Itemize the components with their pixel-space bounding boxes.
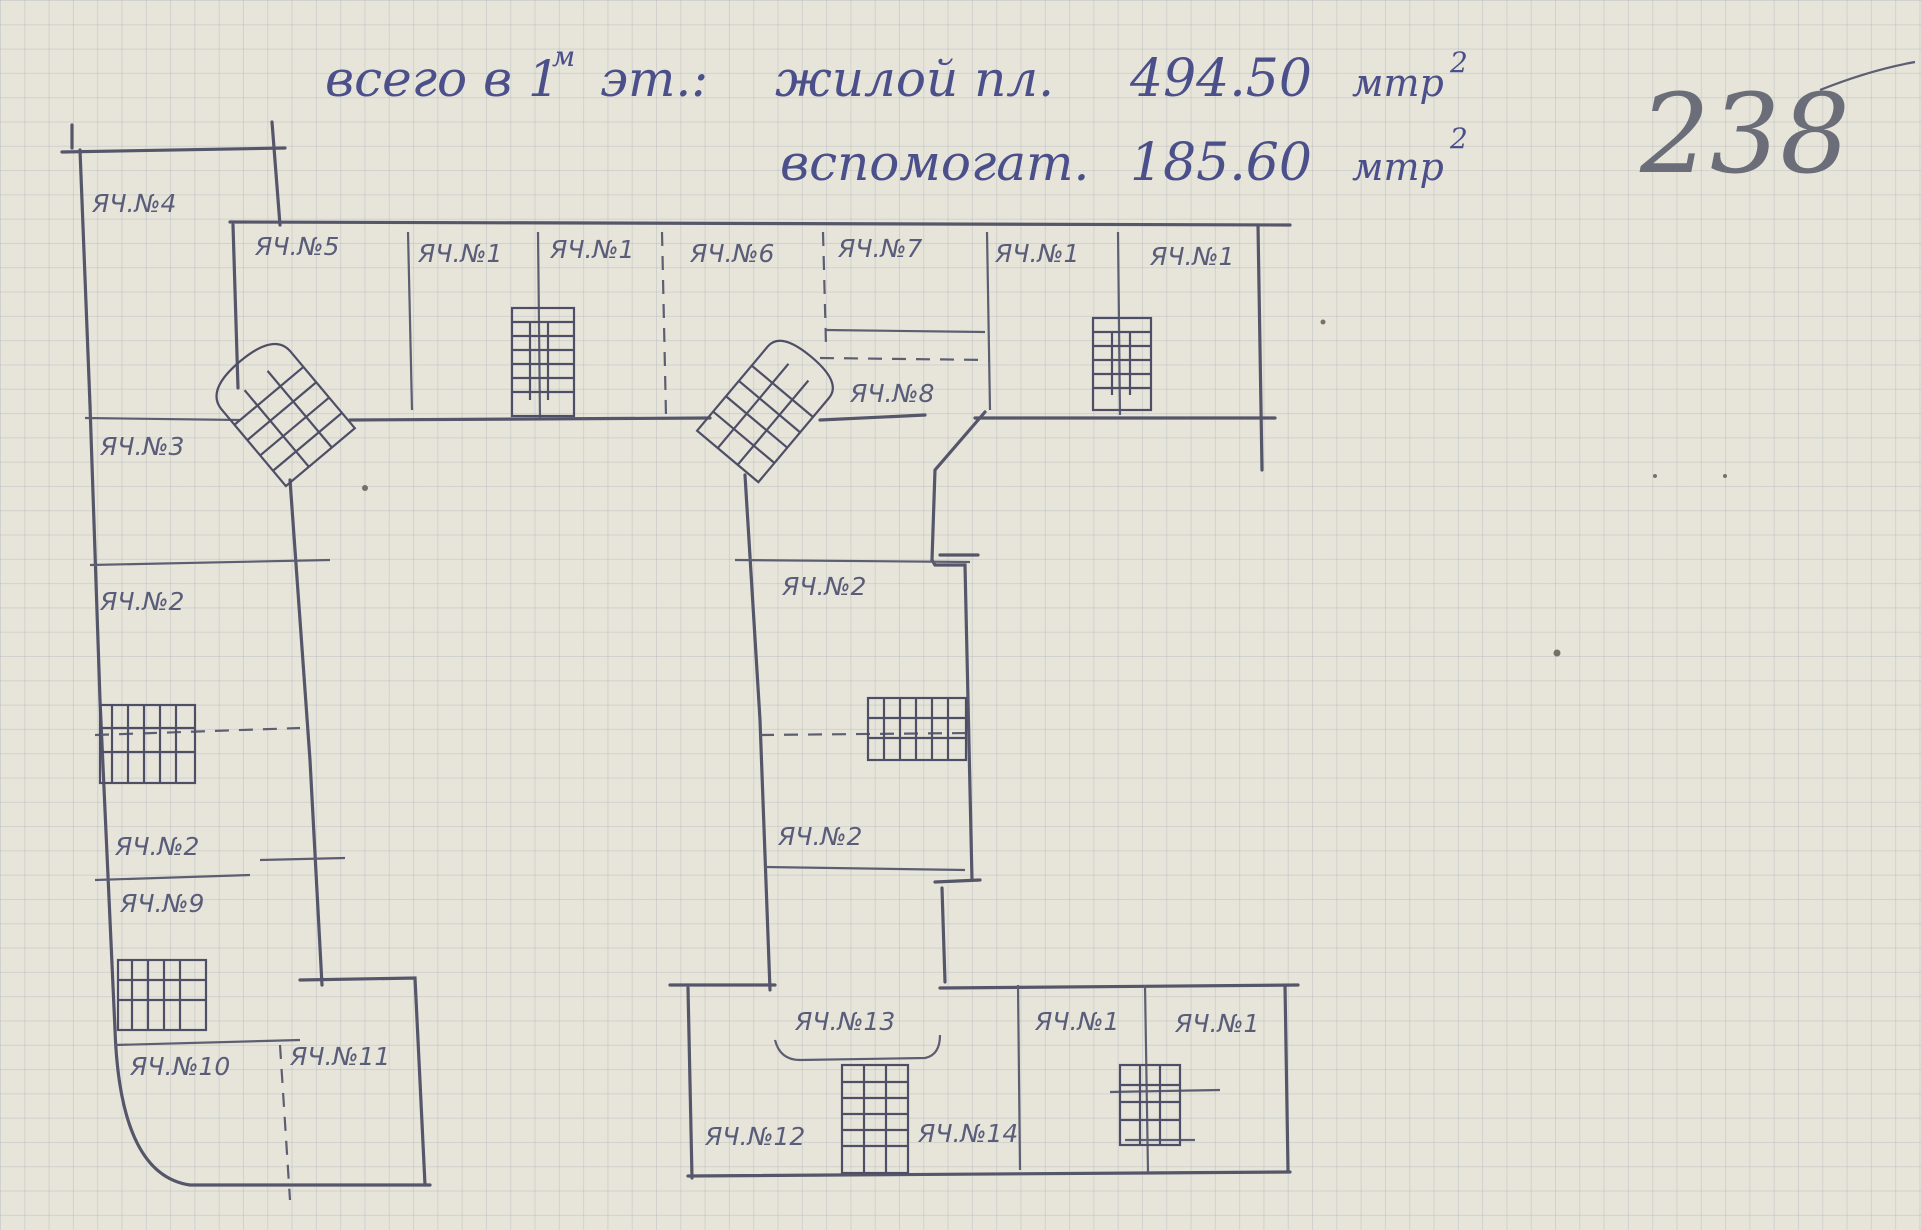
stair-center <box>866 696 968 762</box>
room-label-11: ЯЧ.№11 <box>289 1042 390 1071</box>
room-label-12: ЯЧ.№12 <box>704 1122 805 1151</box>
stair-bottom-2 <box>1118 1063 1182 1147</box>
room-label-10: ЯЧ.№10 <box>129 1052 230 1081</box>
room-label-9: ЯЧ.№9 <box>119 889 204 918</box>
header-aux-value: 185.60 <box>1130 133 1312 193</box>
room-label-14: ЯЧ.№14 <box>917 1119 1018 1148</box>
room-label-8: ЯЧ.№8 <box>849 379 934 408</box>
header-line-1: всего в 1 м эт.: жилой пл. 494.50 мтр 2 <box>325 40 1468 109</box>
header-total-prefix: всего в 1 <box>325 50 560 108</box>
room-label-7: ЯЧ.№7 <box>837 234 922 263</box>
room-label-2d: ЯЧ.№2 <box>777 822 862 851</box>
header-aux-exp: 2 <box>1449 122 1468 155</box>
header-living-value: 494.50 <box>1129 49 1312 109</box>
stair-top-1 <box>510 306 576 418</box>
header-floor-abbr: эт.: <box>600 50 708 108</box>
room-label-3: ЯЧ.№3 <box>99 432 184 461</box>
room-label-2a: ЯЧ.№2 <box>99 587 184 616</box>
header-living-exp: 2 <box>1449 46 1468 79</box>
header-line-2: вспомогат. 185.60 мтр 2 <box>780 122 1468 193</box>
header-living-unit: мтр <box>1352 61 1444 105</box>
stair-top-2 <box>1091 316 1153 412</box>
room-label-5: ЯЧ.№5 <box>254 232 339 261</box>
header-aux-unit: мтр <box>1352 145 1444 189</box>
room-label-2c: ЯЧ.№2 <box>114 832 199 861</box>
room-label-13: ЯЧ.№13 <box>794 1007 895 1036</box>
stair-diagonal-center <box>695 339 834 484</box>
stair-bottom-1 <box>840 1063 910 1175</box>
stair-diagonal-left <box>215 342 357 488</box>
room-label-1f: ЯЧ.№1 <box>1174 1009 1259 1038</box>
room-label-4: ЯЧ.№4 <box>91 189 176 218</box>
room-label-6: ЯЧ.№6 <box>689 239 774 268</box>
room-label-1d: ЯЧ.№1 <box>1149 242 1234 271</box>
room-label-1b: ЯЧ.№1 <box>549 235 634 264</box>
room-label-1c: ЯЧ.№1 <box>994 239 1079 268</box>
stair-left-1 <box>98 703 197 785</box>
pencil-stroke <box>1819 60 1916 92</box>
header-aux-label: вспомогат. <box>780 134 1089 192</box>
header-living-label: жилой пл. <box>775 50 1054 108</box>
page-number: 238 <box>1639 70 1850 198</box>
room-label-1a: ЯЧ.№1 <box>417 239 502 268</box>
header-floor-sup: м <box>552 40 575 73</box>
room-label-2b: ЯЧ.№2 <box>781 572 866 601</box>
stray-marks <box>362 319 1727 657</box>
room-label-1e: ЯЧ.№1 <box>1034 1007 1119 1036</box>
stair-left-2 <box>116 958 208 1032</box>
partitions <box>84 231 1221 1201</box>
walls <box>60 120 1300 1187</box>
room-labels: ЯЧ.№4 ЯЧ.№5 ЯЧ.№1 ЯЧ.№1 ЯЧ.№6 ЯЧ.№7 ЯЧ.№… <box>91 189 1259 1151</box>
